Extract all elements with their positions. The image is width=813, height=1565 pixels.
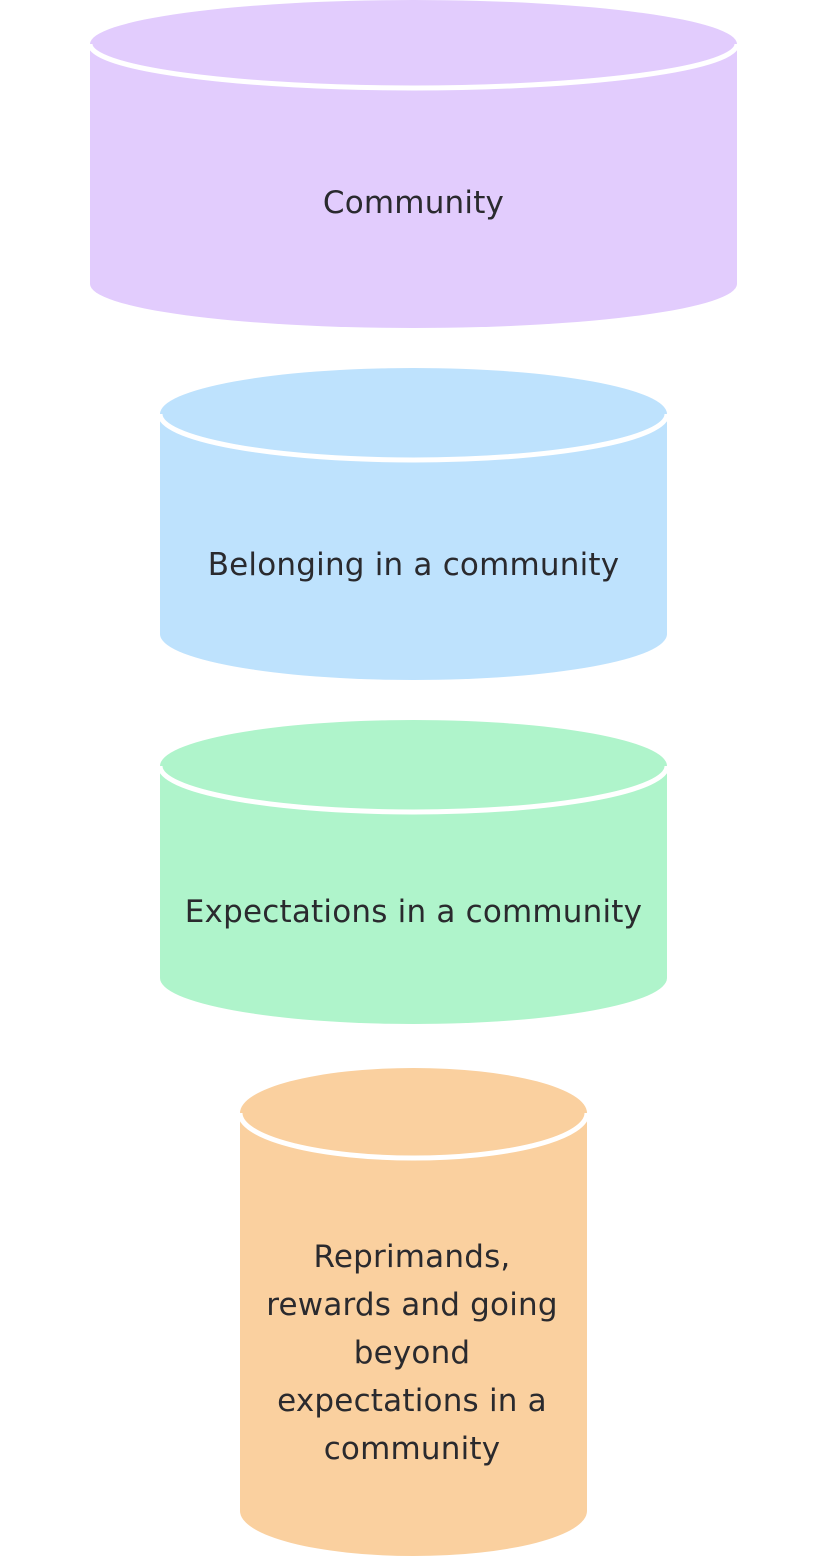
cylinder-label-reprimands: Reprimands, rewards and going beyond exp… [266, 1239, 558, 1467]
cylinder-body [160, 368, 667, 680]
cylinder-rim [87, 43, 740, 91]
cylinder-rim [157, 765, 670, 815]
cylinder-label-community: Community [322, 185, 505, 221]
cylinder-label-expectations: Expectations in a community [184, 894, 643, 930]
cylinder-shape [157, 720, 670, 1024]
cylinder-label-belonging: Belonging in a community [207, 547, 620, 583]
cylinder-shape [87, 0, 740, 328]
cylinder-body [240, 1068, 587, 1556]
cylinder-reprimands [237, 1068, 590, 1558]
cylinder-expectations [157, 720, 670, 1024]
cylinder-rim [157, 413, 670, 463]
cylinder-rim [237, 1112, 590, 1161]
cylinder-shape [157, 368, 670, 680]
cylinder-shape [237, 1068, 590, 1556]
cylinder-body [160, 720, 667, 1024]
cylinder-community [87, 0, 740, 328]
cylinder-belonging [157, 368, 670, 680]
